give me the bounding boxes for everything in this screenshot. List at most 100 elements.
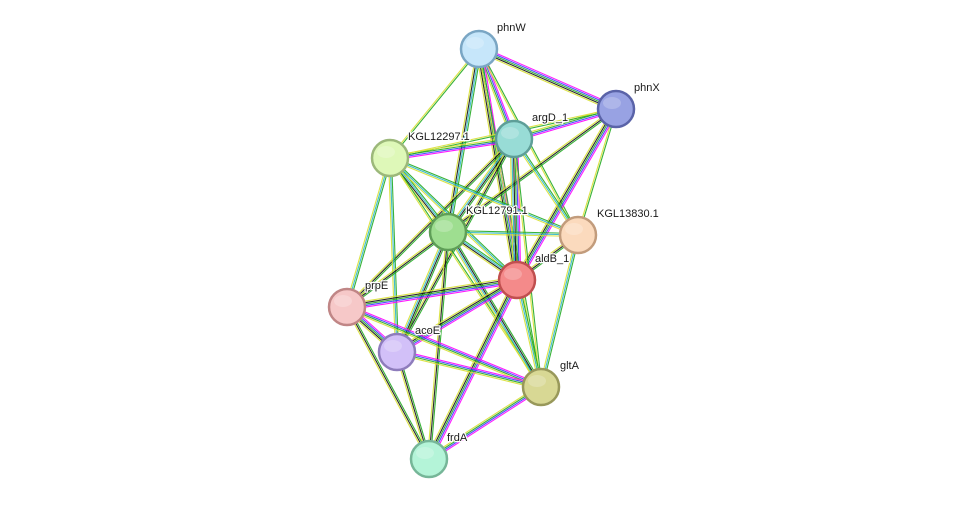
node-phnw[interactable]: phnW bbox=[459, 21, 528, 69]
edge-strand bbox=[516, 108, 617, 281]
node-highlight bbox=[435, 220, 453, 232]
edge-strand bbox=[389, 137, 514, 158]
node-circle[interactable] bbox=[409, 439, 449, 479]
edge-strand bbox=[425, 278, 515, 458]
node-kgl12297-1[interactable]: KGL12297.1 bbox=[370, 130, 471, 178]
edge-kgl12791-1-kgl13830-1 bbox=[447, 229, 579, 238]
edge-strand bbox=[345, 157, 390, 307]
edge-strand bbox=[445, 48, 478, 232]
node-highlight bbox=[603, 97, 621, 109]
node-kgl13830-1[interactable]: KGL13830.1 bbox=[558, 207, 660, 255]
edge-phnx-aldb-1 bbox=[513, 107, 620, 282]
node-circle[interactable] bbox=[370, 138, 410, 178]
node-phnx[interactable]: phnX bbox=[596, 81, 662, 129]
edge-strand bbox=[347, 282, 518, 311]
edge-argd-1-kgl12297-1 bbox=[389, 136, 515, 161]
edge-strand bbox=[347, 232, 450, 309]
node-highlight bbox=[501, 127, 519, 139]
edge-strand bbox=[514, 137, 580, 235]
node-circle[interactable] bbox=[558, 215, 598, 255]
edge-strand bbox=[479, 47, 617, 109]
edge-strand bbox=[390, 156, 579, 235]
node-label: KGL13830.1 bbox=[597, 208, 659, 220]
node-aldb-1[interactable]: aldB_1 bbox=[497, 252, 571, 300]
edge-strand bbox=[388, 48, 479, 158]
edge-strand bbox=[446, 232, 541, 388]
edge-glta-frda bbox=[427, 384, 543, 462]
edge-strand bbox=[478, 49, 616, 111]
edge-strand bbox=[347, 280, 518, 310]
node-highlight bbox=[528, 375, 546, 387]
edge-strand bbox=[449, 230, 544, 387]
node-acoe[interactable]: acoE bbox=[377, 324, 441, 372]
edge-strand bbox=[346, 231, 449, 308]
edge-strand bbox=[397, 280, 519, 354]
edge-strand bbox=[514, 138, 543, 387]
node-highlight bbox=[416, 447, 434, 459]
edge-strand bbox=[345, 137, 514, 307]
node-highlight bbox=[466, 37, 484, 49]
edge-strand bbox=[389, 157, 579, 236]
edge-strand bbox=[541, 235, 580, 388]
edge-strand bbox=[347, 305, 542, 387]
node-circle[interactable] bbox=[494, 119, 534, 159]
edge-kgl12297-1-kgl13830-1 bbox=[389, 156, 579, 237]
node-highlight bbox=[504, 268, 522, 280]
edge-strand bbox=[578, 109, 618, 236]
edge-strand bbox=[346, 307, 541, 389]
node-circle[interactable] bbox=[596, 89, 636, 129]
node-highlight bbox=[384, 340, 402, 352]
edge-kgl12297-1-acoe bbox=[387, 157, 400, 353]
edge-phnw-phnx bbox=[477, 45, 618, 113]
edge-strand bbox=[447, 232, 578, 238]
node-label: acoE bbox=[415, 325, 440, 337]
edge-strand bbox=[428, 385, 541, 459]
edge-strand bbox=[477, 51, 616, 113]
edge-strand bbox=[389, 158, 578, 237]
node-circle[interactable] bbox=[428, 212, 468, 252]
edge-argd-1-glta bbox=[512, 138, 543, 388]
node-frda[interactable]: frdA bbox=[409, 431, 469, 479]
node-circle[interactable] bbox=[377, 332, 417, 372]
edge-strand bbox=[390, 157, 400, 352]
node-circle[interactable] bbox=[459, 29, 499, 69]
edge-strand bbox=[396, 352, 541, 389]
edge-strand bbox=[512, 139, 541, 388]
edge-strand bbox=[427, 384, 541, 458]
node-highlight bbox=[334, 295, 352, 307]
edge-kgl12791-1-glta bbox=[445, 230, 544, 389]
node-label: argD_1 bbox=[532, 112, 568, 124]
edge-strand bbox=[346, 279, 518, 308]
edge-strand bbox=[346, 306, 430, 460]
edge-strand bbox=[347, 304, 543, 386]
node-prpe[interactable]: prpE bbox=[327, 279, 390, 327]
edge-strand bbox=[519, 110, 620, 282]
node-argd-1[interactable]: argD_1 bbox=[494, 111, 569, 159]
edge-strand bbox=[515, 138, 520, 280]
edge-strand bbox=[517, 109, 618, 282]
edge-strand bbox=[515, 107, 616, 280]
edge-strand bbox=[397, 349, 542, 386]
edge-strand bbox=[396, 353, 541, 390]
node-glta[interactable]: gltA bbox=[521, 359, 581, 407]
edge-strand bbox=[396, 279, 518, 353]
edge-strand bbox=[512, 139, 578, 237]
edge-prpe-glta bbox=[345, 304, 543, 390]
edge-strand bbox=[346, 157, 391, 308]
edge-strand bbox=[479, 48, 543, 387]
edge-kgl12791-1-prpe bbox=[345, 230, 450, 309]
node-kgl12791-1[interactable]: KGL12791.1 bbox=[428, 204, 529, 252]
node-highlight bbox=[377, 146, 395, 158]
edge-kgl12297-1-prpe bbox=[345, 157, 392, 308]
edge-strand bbox=[387, 158, 397, 353]
edge-phnw-kgl12297-1 bbox=[388, 48, 481, 159]
edge-strand bbox=[346, 276, 517, 305]
edge-kgl13830-1-glta bbox=[539, 234, 580, 388]
node-circle[interactable] bbox=[497, 260, 537, 300]
node-circle[interactable] bbox=[521, 367, 561, 407]
edge-acoe-glta bbox=[396, 349, 542, 390]
node-circle[interactable] bbox=[327, 287, 367, 327]
